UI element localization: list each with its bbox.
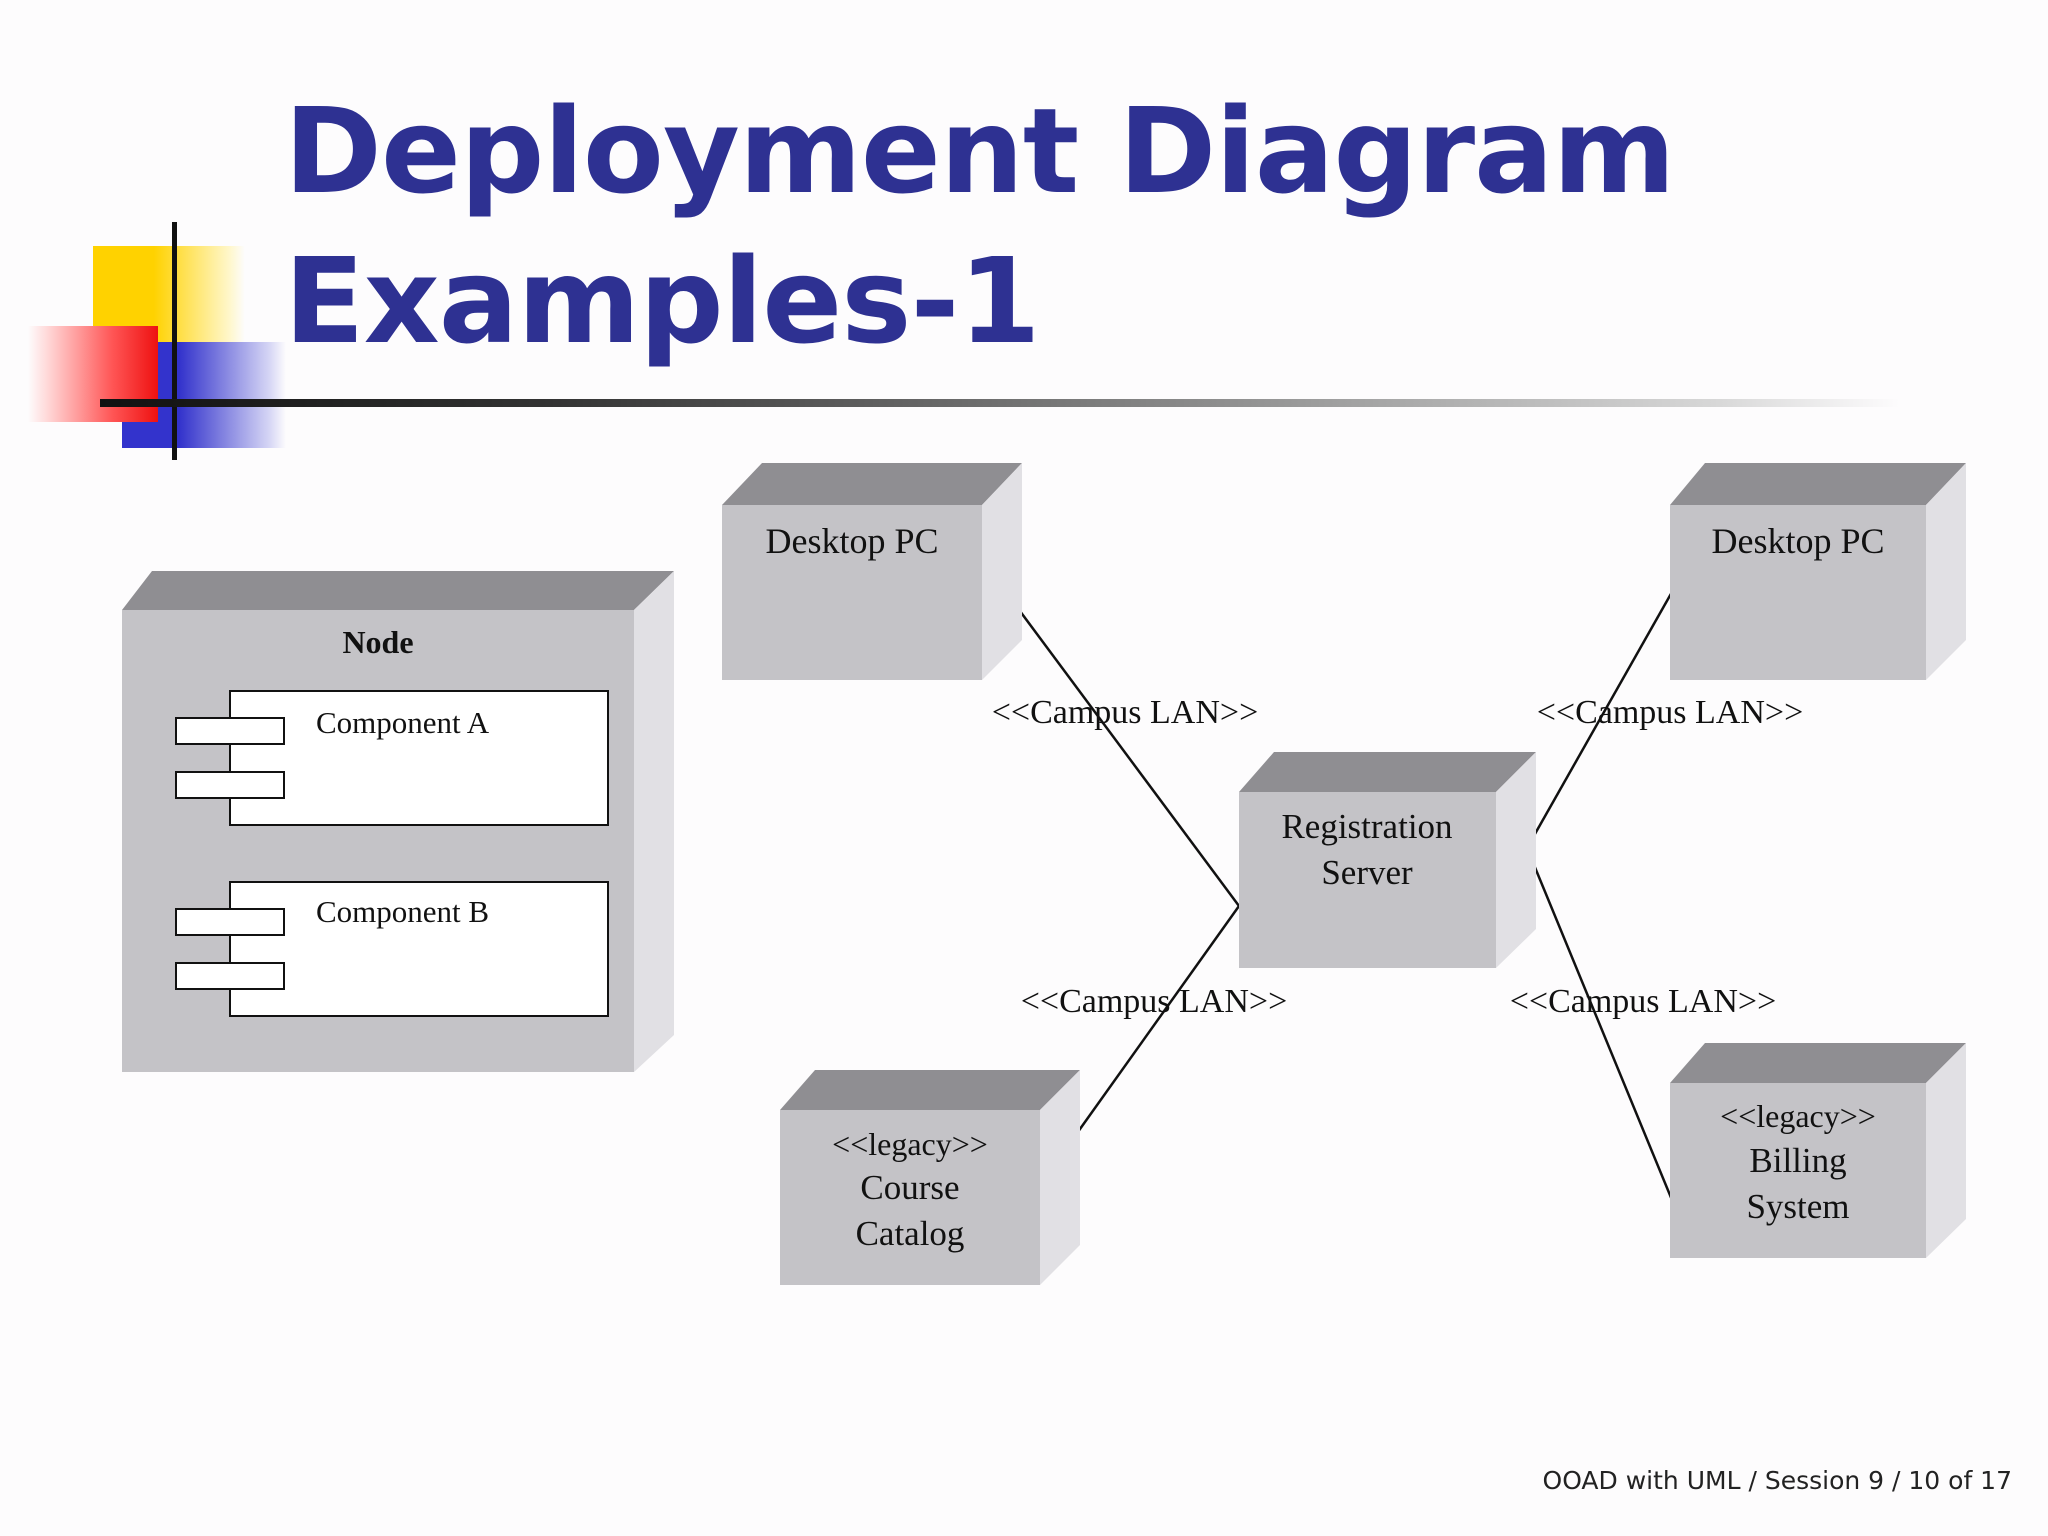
generic-node-top-face: [122, 571, 674, 610]
node-top-face: [780, 1070, 1080, 1110]
title-underline: [100, 399, 1900, 407]
node-desktop-pc-left: Desktop PC: [722, 463, 1022, 680]
slide-title-line-1: Deployment Diagram: [284, 82, 1676, 220]
generic-node: Node Component A Component B: [122, 571, 674, 1072]
node-front-face: [780, 1110, 1040, 1285]
node-registration-server: Registration Server: [1239, 752, 1536, 968]
component-a-port-bottom: [175, 771, 285, 799]
node-label-line-1: Course: [860, 1168, 959, 1207]
node-label-line-1: Billing: [1749, 1141, 1846, 1180]
component-a-box: [229, 690, 609, 826]
decor-vertical-bar: [172, 222, 177, 460]
component-b-box: [229, 881, 609, 1017]
node-label-line-1: Registration: [1281, 807, 1452, 846]
connection-label-course-catalog: <<Campus LAN>>: [1021, 983, 1288, 1020]
connection-label-desktop-left: <<Campus LAN>>: [992, 694, 1259, 731]
connection-line-desktop-left: [980, 559, 1241, 907]
component-b-label: Component B: [316, 894, 489, 929]
node-desktop-pc-right: Desktop PC: [1670, 463, 1966, 680]
node-top-face: [1239, 752, 1536, 792]
component-a: Component A: [175, 690, 609, 826]
component-a-port-top: [175, 717, 285, 745]
component-a-label: Component A: [316, 705, 490, 740]
node-top-face: [722, 463, 1022, 505]
slide-footer: OOAD with UML / Session 9 / 10 of 17: [1542, 1466, 2012, 1495]
component-b: Component B: [175, 881, 609, 1017]
node-course-catalog: <<legacy>> Course Catalog: [780, 1070, 1080, 1285]
connection-line-desktop-right: [1525, 591, 1674, 849]
node-side-face: [1496, 752, 1536, 968]
node-side-face: [1926, 1043, 1966, 1258]
node-label-line-2: Server: [1321, 853, 1413, 892]
node-front-face: [1239, 792, 1496, 968]
connections: [980, 559, 1674, 1201]
node-stereotype-label: <<legacy>>: [1720, 1098, 1876, 1134]
slide-title-line-2: Examples-1: [284, 232, 1041, 370]
node-label-line-2: System: [1746, 1187, 1849, 1226]
connection-label-billing-system: <<Campus LAN>>: [1510, 983, 1777, 1020]
node-side-face: [982, 463, 1022, 680]
generic-node-label: Node: [342, 624, 413, 660]
connection-line-course-catalog: [1068, 905, 1241, 1144]
generic-node-side-face: [634, 571, 674, 1072]
node-label-line-2: Catalog: [856, 1214, 965, 1253]
connection-line-billing-system: [1525, 847, 1674, 1201]
node-stereotype-label: <<legacy>>: [832, 1126, 988, 1162]
connection-label-desktop-right: <<Campus LAN>>: [1537, 694, 1804, 731]
node-front-face: [722, 505, 982, 680]
node-billing-system: <<legacy>> Billing System: [1670, 1043, 1966, 1258]
node-label: Desktop PC: [1711, 521, 1884, 561]
node-side-face: [1926, 463, 1966, 680]
node-front-face: [1670, 1083, 1926, 1258]
node-top-face: [1670, 463, 1966, 505]
component-b-port-top: [175, 908, 285, 936]
node-side-face: [1040, 1070, 1080, 1285]
node-label: Desktop PC: [765, 521, 938, 561]
connection-labels: <<Campus LAN>> <<Campus LAN>> <<Campus L…: [992, 694, 1804, 1020]
node-front-face: [1670, 505, 1926, 680]
node-top-face: [1670, 1043, 1966, 1083]
component-b-port-bottom: [175, 962, 285, 990]
